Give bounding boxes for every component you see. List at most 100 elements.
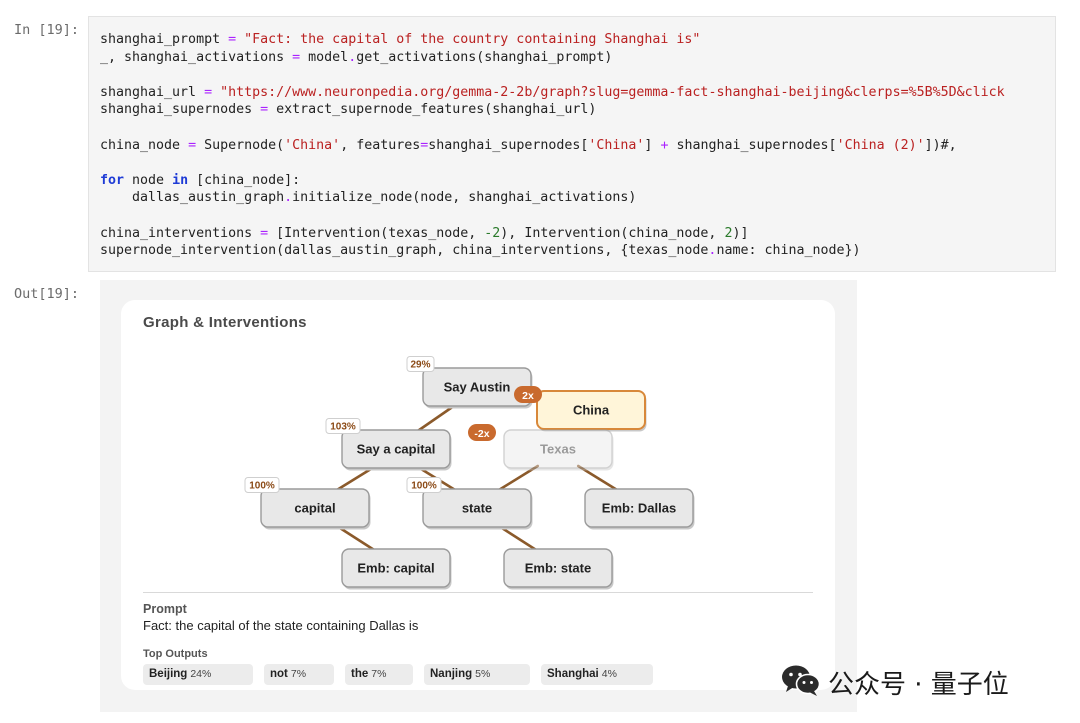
code-line: for node in [china_node]: (100, 173, 300, 188)
node-label: Emb: state (525, 561, 591, 576)
output-token: Nanjing (430, 668, 473, 680)
code-token: + (660, 137, 669, 153)
output-probability: 4% (601, 668, 617, 680)
node-say_austin[interactable]: Say Austin (422, 367, 533, 409)
node-china[interactable]: China (536, 390, 647, 432)
code-token: china_node (100, 137, 189, 153)
node-label: state (462, 501, 492, 516)
code-token: dallas_austin_graph (100, 190, 285, 206)
intervention-badge-texas: -2x (468, 424, 496, 441)
code-token: 'China' (284, 137, 341, 153)
badge-text: -2x (474, 428, 489, 440)
node-emb_capital[interactable]: Emb: capital (341, 548, 452, 590)
code-token: . (708, 243, 717, 259)
node-box (422, 488, 532, 528)
code-token: name: china_node}) (716, 243, 861, 259)
node-label: China (573, 403, 610, 418)
output-probability: 5% (475, 668, 491, 680)
code-token: = (188, 137, 197, 153)
output-probability: 7% (371, 668, 387, 680)
code-token: 'China' (588, 137, 645, 153)
badge-box (406, 477, 442, 493)
code-token: . (348, 49, 357, 65)
code-line: china_interventions = [Intervention(texa… (100, 226, 748, 241)
code-token: _, shanghai_activations (100, 49, 293, 65)
code-line: _, shanghai_activations = model.get_acti… (100, 50, 612, 65)
output-token: Shanghai (547, 668, 599, 680)
code-token: in (172, 172, 189, 188)
node-say_capital[interactable]: Say a capital (341, 429, 452, 471)
code-token: ])#, (924, 137, 957, 153)
code-token: model (300, 49, 349, 65)
code-token: = (204, 84, 213, 100)
node-emb_state[interactable]: Emb: state (503, 548, 614, 590)
edge-say_capital-say_austin (414, 402, 459, 434)
code-token: ), Intervention(china_node, (500, 225, 725, 241)
badge-pill (468, 424, 496, 441)
code-token: shanghai_prompt (100, 32, 229, 47)
node-shadow (505, 432, 614, 471)
code-line: shanghai_supernodes = extract_supernode_… (100, 102, 596, 117)
code-cell[interactable]: shanghai_prompt = "Fact: the capital of … (88, 16, 1056, 272)
wechat-icon (782, 665, 821, 696)
node-state[interactable]: state (422, 488, 533, 530)
code-token: 2 (724, 225, 733, 241)
edge-state-texas (495, 464, 540, 493)
code-token: get_activations(shanghai_prompt) (356, 49, 613, 65)
code-line: shanghai_prompt = "Fact: the capital of … (100, 32, 700, 47)
badge-box (244, 477, 280, 493)
node-box (260, 488, 370, 528)
code-token (236, 32, 244, 47)
code-token: -2 (484, 225, 501, 241)
code-token: extract_supernode_features(shanghai_url) (268, 102, 597, 118)
code-token: )] (732, 225, 749, 241)
code-line: supernode_intervention(dallas_austin_gra… (100, 243, 861, 258)
code-token: shanghai_url (100, 84, 205, 100)
code-token: "https://www.neuronpedia.org/gemma-2-2b/… (220, 84, 1005, 100)
code-token: initialize_node(node, shanghai_activatio… (292, 190, 637, 206)
node-box (503, 548, 613, 588)
watermark-text: 公众号 · 量子位 (828, 670, 1009, 700)
code-token: [china_node]: (188, 172, 301, 188)
code-token: shanghai_supernodes[ (428, 137, 589, 153)
node-box (584, 488, 694, 528)
code-line: china_node = Supernode('China', features… (100, 138, 957, 153)
badge-text: 2x (522, 390, 534, 402)
output-token: Beijing (149, 668, 188, 680)
node-label: Emb: capital (357, 561, 434, 576)
code-token: = (420, 137, 429, 153)
code-editor[interactable]: shanghai_prompt = "Fact: the capital of … (100, 31, 1005, 260)
node-label: Emb: Dallas (602, 501, 676, 516)
node-box (341, 429, 451, 469)
code-token: , features (340, 137, 421, 153)
node-label: Say Austin (444, 380, 511, 395)
output-token: the (351, 668, 369, 680)
code-line: dallas_austin_graph.initialize_node(node… (100, 190, 636, 205)
node-capital[interactable]: capital (260, 488, 371, 530)
code-token: = (260, 102, 269, 118)
output-token: not (270, 668, 288, 680)
node-label: capital (294, 501, 335, 516)
activation-badge-state: 100% (406, 477, 442, 493)
code-token: ] (644, 137, 661, 153)
top-outputs-label: Top Outputs (143, 648, 208, 660)
code-token: . (284, 190, 293, 206)
code-token: "Fact: the capital of the country contai… (244, 32, 701, 47)
code-token: Supernode( (196, 137, 285, 153)
node-emb_dallas[interactable]: Emb: Dallas (584, 488, 695, 530)
output-probability: 7% (290, 668, 307, 680)
node-texas[interactable]: Texas (503, 429, 614, 471)
code-token: 'China (2)' (836, 137, 925, 153)
code-token: node (124, 172, 173, 188)
code-token: shanghai_supernodes (100, 102, 261, 118)
node-box (341, 548, 451, 588)
code-token: shanghai_supernodes[ (668, 137, 837, 153)
code-token: = (292, 49, 301, 65)
